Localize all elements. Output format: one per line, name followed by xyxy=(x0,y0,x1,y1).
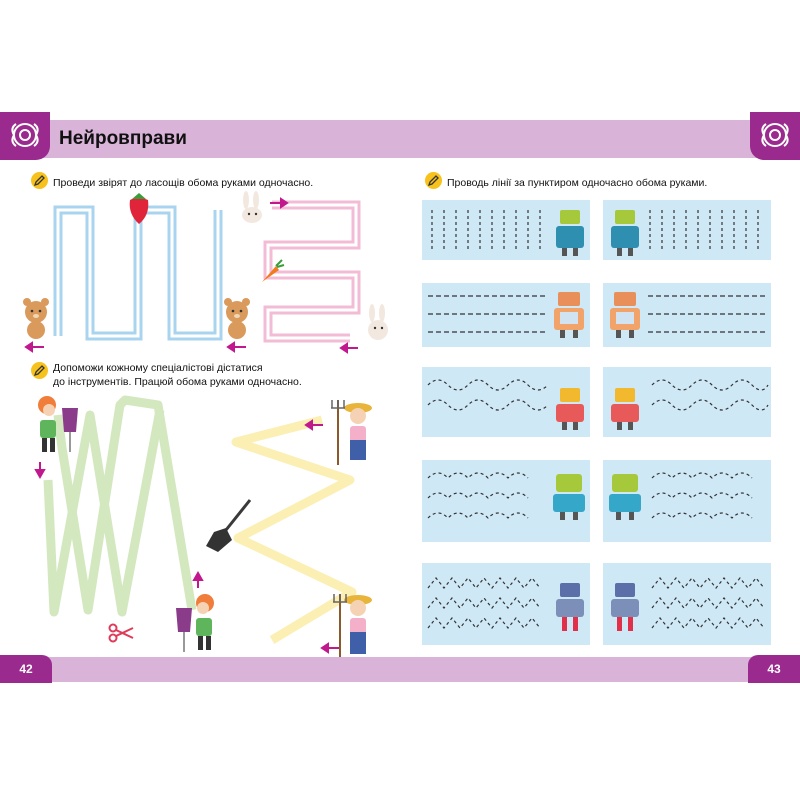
robot-icon xyxy=(609,474,641,520)
bunny-icon xyxy=(368,304,388,340)
robot-icon xyxy=(611,210,639,256)
left-corner-badge xyxy=(0,112,50,160)
header-band xyxy=(0,120,800,158)
farmer-icon xyxy=(331,400,372,465)
dotted-horizontal-lines xyxy=(428,295,765,333)
instruction-specialists-line2: до інструментів. Працюй обома руками одн… xyxy=(53,376,302,388)
right-corner-badge xyxy=(750,112,800,160)
robot-icon xyxy=(611,583,639,631)
robot-icon xyxy=(554,292,584,338)
bear-icon xyxy=(224,298,250,339)
robot-icon xyxy=(556,388,584,430)
robot-icon xyxy=(556,583,584,631)
instruction-dotted-lines: Проводь лінії за пунктиром одночасно обо… xyxy=(447,177,708,189)
dotted-zigzag-lines xyxy=(427,577,765,629)
strawberry-icon xyxy=(129,193,149,224)
instruction-animals: Проведи звірят до ласощів обома руками о… xyxy=(53,177,314,189)
bunny-icon xyxy=(242,191,262,223)
page-number-right: 43 xyxy=(748,655,800,683)
pencil-icon xyxy=(31,172,48,189)
ornament-icon xyxy=(11,123,39,147)
shovel-icon xyxy=(206,499,252,552)
green-zigzag-path xyxy=(53,395,197,615)
robot-icon xyxy=(556,210,584,256)
girl-icon xyxy=(176,594,214,652)
green-zigzag-path xyxy=(43,409,165,617)
robot-icon xyxy=(611,388,639,430)
farmer-icon xyxy=(333,594,372,658)
instruction-specialists-line1: Допоможи кожному спеціалістові дістатися xyxy=(53,362,263,374)
yellow-zigzag-path xyxy=(231,415,357,644)
dotted-vertical-lines xyxy=(431,210,759,250)
dotted-arc-lines xyxy=(427,472,753,519)
ornament-icon xyxy=(761,123,789,147)
footer-band-left xyxy=(0,657,400,682)
robot-icon xyxy=(610,292,640,338)
page-number-left: 42 xyxy=(0,655,52,683)
page-title: Нейровправи xyxy=(59,128,187,149)
girl-icon xyxy=(38,396,78,452)
scissors-icon xyxy=(108,623,134,643)
carrot-icon xyxy=(262,259,285,282)
pink-maze-path xyxy=(263,200,361,343)
bear-icon xyxy=(23,298,49,339)
robot-icon xyxy=(553,474,585,520)
footer-band-right xyxy=(400,657,800,682)
arrow-icon xyxy=(24,197,358,354)
pencil-icon xyxy=(31,362,48,379)
arrow-icon xyxy=(34,419,339,654)
pencil-icon xyxy=(425,172,442,189)
dotted-wave-lines xyxy=(427,379,769,411)
